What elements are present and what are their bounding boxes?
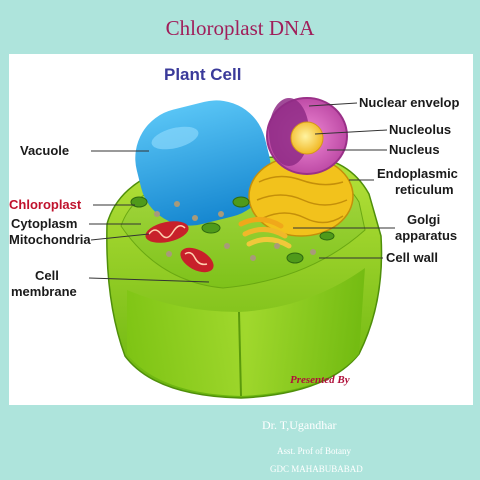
author-designation: Asst. Prof of Botany (277, 446, 351, 456)
label-golgi-line2: apparatus (395, 228, 457, 243)
label-cell-membrane-line1: Cell (35, 268, 59, 283)
label-endoplasmic-reticulum-line2: reticulum (395, 182, 454, 197)
label-endoplasmic-reticulum-line1: Endoplasmic (377, 166, 458, 181)
college-name: GDC MAHABUBABAD (270, 464, 363, 474)
diagram-heading: Plant Cell (164, 65, 241, 84)
author-name: Dr. T,Ugandhar (262, 418, 337, 432)
label-chloroplast: Chloroplast (9, 197, 82, 212)
presented-by: Presented By (290, 374, 350, 386)
golgi-apparatus (238, 217, 292, 249)
label-nuclear-envelope: Nuclear envelop (359, 95, 459, 110)
nucleolus (290, 121, 324, 155)
cytoplasm-granules (154, 201, 316, 261)
nucleus (266, 97, 348, 175)
vacuole (135, 100, 271, 226)
chloroplasts (130, 196, 335, 264)
label-mitochondria: Mitochondria (9, 232, 91, 247)
cell-wall-fold (238, 311, 242, 397)
cell-front-face (127, 268, 365, 396)
label-golgi-line1: Golgi (407, 212, 440, 227)
label-cytoplasm: Cytoplasm (11, 216, 77, 231)
label-vacuole: Vacuole (20, 143, 69, 158)
plant-cell-diagram: Plant Cell (9, 65, 459, 399)
slide-title: Chloroplast DNA (165, 16, 315, 40)
label-leader-lines (88, 102, 395, 283)
mitochondria (145, 221, 214, 273)
label-cell-wall: Cell wall (386, 250, 438, 265)
label-cell-membrane-line2: membrane (11, 284, 77, 299)
label-nucleus: Nucleus (389, 142, 440, 157)
diagram-panel: Plant Cell (9, 54, 473, 405)
label-nucleolus: Nucleolus (389, 122, 451, 137)
